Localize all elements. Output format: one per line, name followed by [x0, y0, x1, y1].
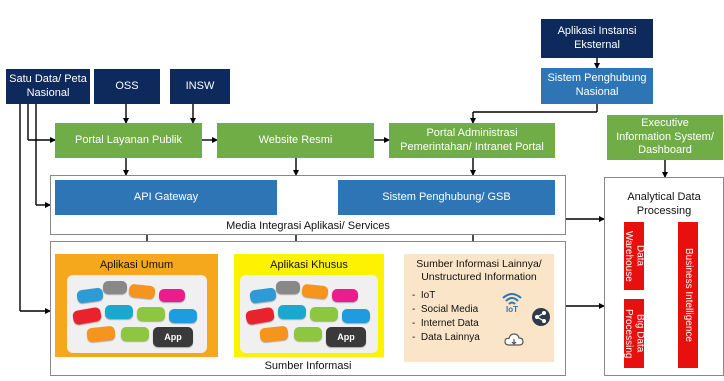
oss-label: OSS	[115, 79, 139, 92]
sistem-gsb-label: Sistem Penghubung/ GSB	[382, 190, 511, 203]
app-pill	[249, 287, 277, 304]
aplikasi-umum-title: Aplikasi Umum	[99, 259, 174, 271]
list-item-label: Internet Data	[420, 318, 479, 329]
app-pill	[128, 283, 156, 300]
portal-layanan-publik-box: Portal Layanan Publik	[55, 123, 202, 158]
app-pill	[259, 325, 289, 343]
sistem-penghubung-nasional-label: Sistem Penghubung Nasional	[547, 72, 647, 98]
app-pill	[294, 327, 322, 341]
aplikasi-khusus-title: Aplikasi Khusus	[270, 259, 348, 271]
list-item: - Data Lainnya	[412, 332, 480, 343]
eis-label: Executive Information System/ Dashboard	[616, 116, 714, 157]
aplikasi-instansi-label: Aplikasi Instansi Eksternal	[557, 24, 637, 51]
app-pill	[71, 306, 103, 326]
app-key-label: App	[337, 332, 355, 342]
list-item-label: Social Media	[420, 304, 479, 315]
app-main-key: App	[153, 327, 193, 347]
portal-admin-label: Portal Administrasi Pemerintahan/ Intran…	[400, 126, 544, 153]
big-data-label: Big Data Processing	[623, 308, 646, 359]
app-pill	[159, 289, 185, 302]
api-gateway-box: API Gateway	[55, 180, 277, 215]
executive-information-system-box: Executive Information System/ Dashboard	[607, 115, 723, 160]
app-main-key: App	[326, 327, 366, 347]
portal-administrasi-box: Portal Administrasi Pemerintahan/ Intran…	[389, 123, 555, 158]
app-pill	[121, 327, 149, 341]
big-data-processing-box: Big Data Processing	[623, 299, 646, 368]
app-pill	[86, 325, 116, 343]
app-pill	[169, 309, 197, 323]
aplikasi-umum-panel: Aplikasi Umum App	[55, 254, 218, 357]
data-warehouse-label: Data Warehouse	[623, 230, 646, 282]
app-key-label: App	[164, 332, 182, 342]
website-resmi-box: Website Resmi	[217, 123, 374, 158]
list-item: - Social Media	[412, 304, 479, 315]
list-item-label: Data Lainnya	[420, 332, 480, 343]
app-pill	[342, 309, 370, 323]
aplikasi-instansi-eksternal-box: Aplikasi Instansi Eksternal	[541, 19, 653, 58]
app-pill	[301, 283, 329, 300]
business-intelligence-label: Business Intelligence	[682, 248, 694, 342]
satu-data-box: Satu Data/ Peta Nasional	[6, 69, 90, 104]
data-warehouse-box: Data Warehouse	[623, 222, 646, 290]
app-pill	[137, 307, 165, 321]
business-intelligence-box: Business Intelligence	[678, 222, 698, 368]
app-icons-cluster: App	[67, 275, 207, 353]
app-pill	[244, 306, 276, 326]
satu-data-label: Satu Data/ Peta Nasional	[9, 72, 87, 99]
app-icons-cluster: App	[240, 275, 378, 353]
insw-label: INSW	[185, 79, 215, 92]
app-pill	[105, 305, 133, 319]
list-item: - Internet Data	[412, 318, 479, 329]
sistem-penghubung-nasional-box: Sistem Penghubung Nasional	[541, 68, 653, 104]
api-gateway-label: API Gateway	[133, 190, 199, 203]
iot-icon-label: IoT	[506, 305, 518, 314]
sistem-penghubung-gsb-box: Sistem Penghubung/ GSB	[338, 180, 555, 215]
list-item-label: IoT	[420, 290, 436, 301]
share-icon	[532, 308, 550, 326]
sumber-informasi-lainnya-panel: Sumber Informasi Lainnya/ Unstructured I…	[404, 254, 554, 362]
oss-box: OSS	[94, 69, 160, 104]
figure-pill	[103, 281, 127, 294]
aplikasi-khusus-panel: Aplikasi Khusus App	[234, 254, 384, 357]
sumber-informasi-caption: Sumber Informasi	[264, 360, 352, 372]
wifi-icon: IoT	[500, 290, 524, 316]
app-pill	[76, 287, 104, 304]
sumber-lainnya-list: - IoT - Social Media - Internet Data - D…	[412, 289, 480, 345]
app-pill	[310, 307, 338, 321]
app-pill	[278, 305, 306, 319]
sumber-lainnya-title: Sumber Informasi Lainnya/ Unstructured I…	[416, 258, 542, 283]
website-resmi-label: Website Resmi	[258, 133, 333, 146]
cloud-icon	[504, 332, 524, 348]
media-integrasi-caption: Media Integrasi Aplikasi/ Services	[226, 220, 390, 232]
list-item: - IoT	[412, 290, 436, 301]
app-pill	[332, 289, 358, 302]
insw-box: INSW	[170, 69, 230, 104]
figure-pill	[276, 281, 300, 294]
portal-layanan-label: Portal Layanan Publik	[74, 133, 182, 146]
analytical-title: Analytical Data Processing	[627, 191, 701, 217]
